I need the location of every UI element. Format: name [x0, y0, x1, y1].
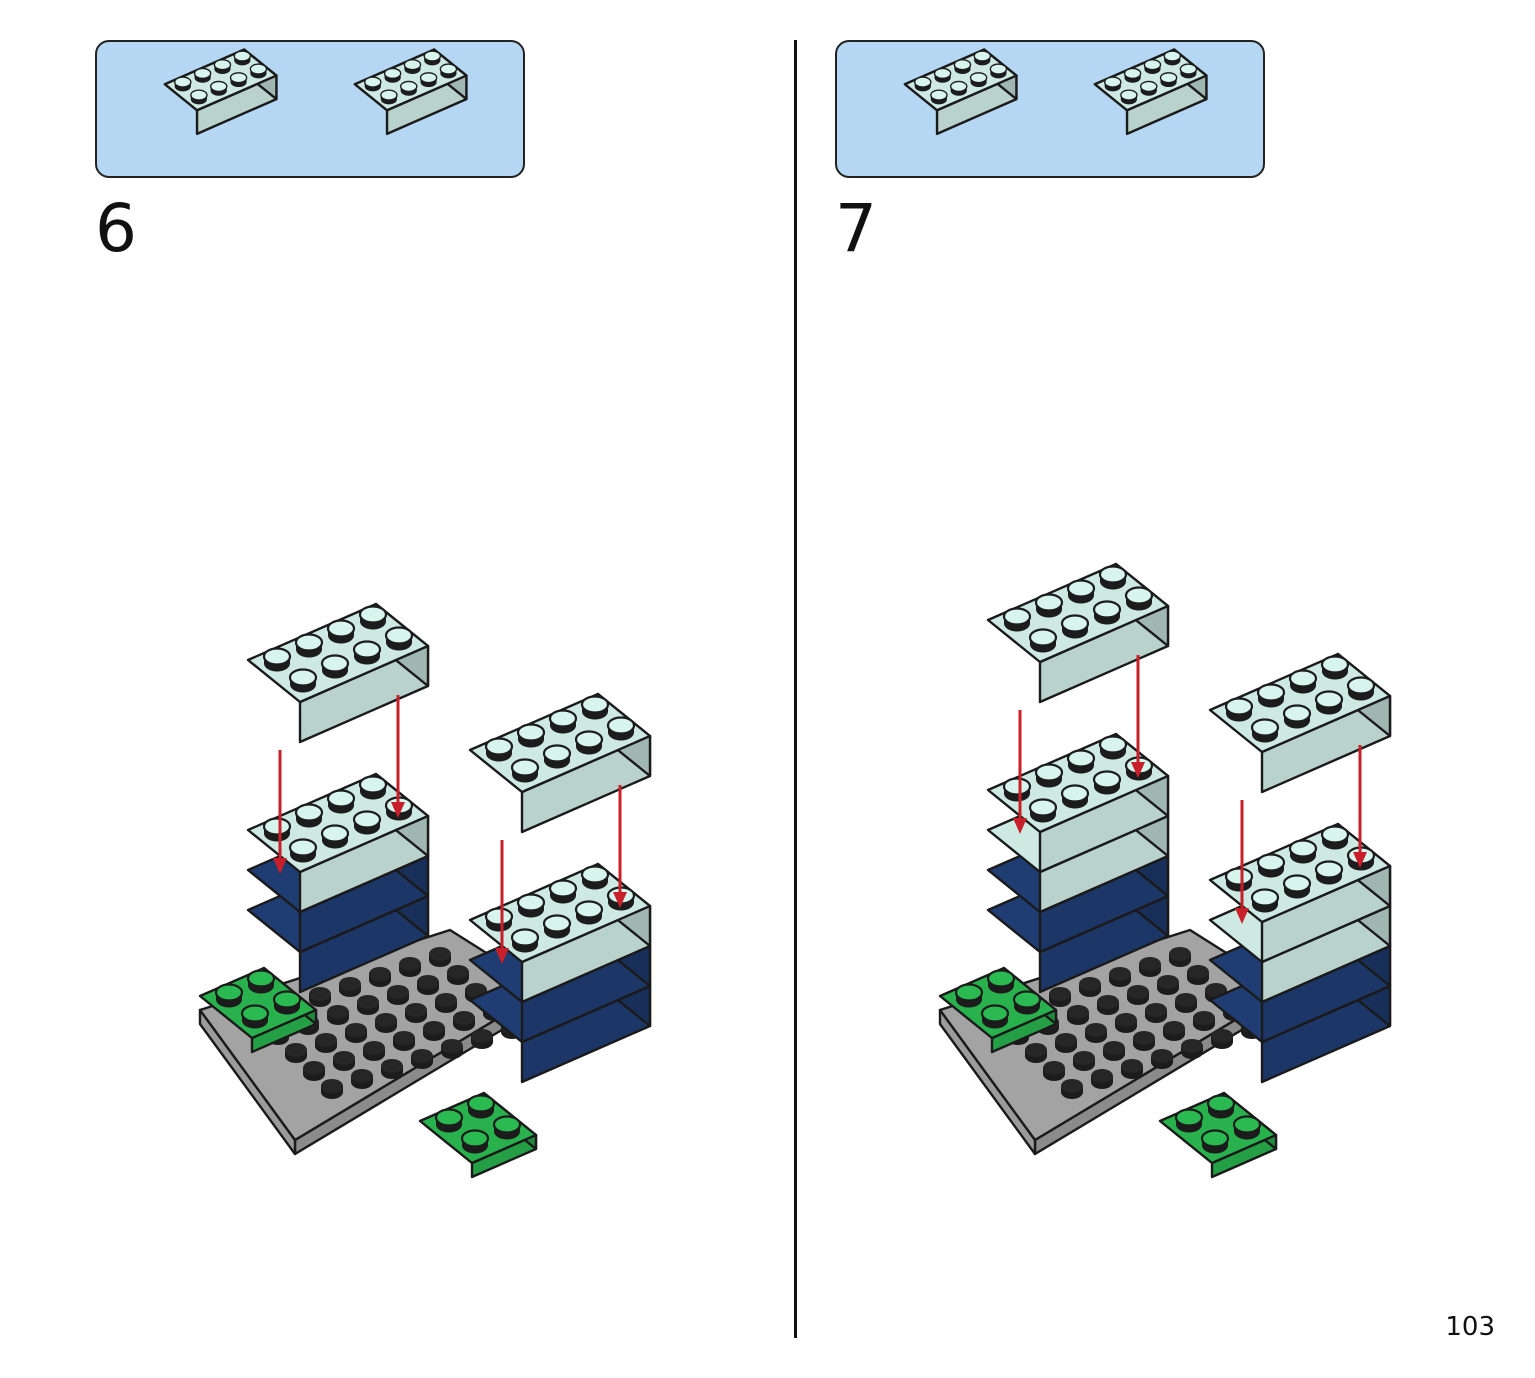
plate-stud — [423, 1021, 445, 1041]
parts-box-step-6 — [95, 40, 525, 178]
light-aqua-2x4-brick-icon — [903, 48, 1018, 136]
plate-stud — [1091, 1069, 1113, 1089]
plate-stud — [1073, 1051, 1095, 1071]
plate-stud — [1067, 1005, 1089, 1025]
plate-stud — [381, 1059, 403, 1079]
plate-stud — [345, 1023, 367, 1043]
plate-stud — [1079, 977, 1101, 997]
plate-stud — [1055, 1033, 1077, 1053]
plate-stud — [1211, 1029, 1233, 1049]
plate-stud — [1115, 1013, 1137, 1033]
plate-stud — [435, 993, 457, 1013]
plate-stud — [1169, 947, 1191, 967]
plate-stud — [1145, 1003, 1167, 1023]
plate-stud — [285, 1043, 307, 1063]
light-aqua-2x4-brick-icon — [353, 48, 468, 136]
plate-stud — [1157, 975, 1179, 995]
plate-stud — [357, 995, 379, 1015]
plate-stud — [429, 947, 451, 967]
placement-arrow-icon — [495, 840, 509, 964]
plate-stud — [1151, 1049, 1173, 1069]
plate-stud — [1187, 965, 1209, 985]
plate-stud — [405, 1003, 427, 1023]
plate-stud — [411, 1049, 433, 1069]
placement-arrow-icon — [613, 785, 627, 908]
plate-stud — [417, 975, 439, 995]
placement-arrow-icon — [1353, 745, 1367, 868]
right-pillar-layer-4 — [1208, 822, 1392, 964]
plate-stud — [1163, 1021, 1185, 1041]
plate-stud — [393, 1031, 415, 1051]
page-number: 103 — [1445, 1312, 1495, 1342]
plate-stud — [1025, 1043, 1047, 1063]
light-aqua-2x4-brick — [353, 48, 468, 136]
floating-light-aqua-brick — [468, 692, 652, 834]
plate-stud — [1175, 993, 1197, 1013]
parts-box-step-7 — [835, 40, 1265, 178]
step-number-6: 6 — [95, 190, 137, 267]
step-6-build-illustration — [198, 602, 652, 1179]
light-aqua-2x4-brick — [163, 48, 278, 136]
plate-stud — [315, 1033, 337, 1053]
plate-stud — [351, 1069, 373, 1089]
plate-stud — [1085, 1023, 1107, 1043]
plate-stud — [1049, 987, 1071, 1007]
plate-stud — [453, 1011, 475, 1031]
plate-stud — [1133, 1031, 1155, 1051]
plate-stud — [375, 1013, 397, 1033]
placement-arrow-icon — [391, 695, 405, 818]
gray-base-plate — [938, 928, 1287, 1156]
green-2x2-plate — [418, 1091, 538, 1179]
plate-stud — [339, 977, 361, 997]
plate-stud — [399, 957, 421, 977]
step-7-build-illustration — [938, 562, 1392, 1179]
light-aqua-2x4-brick-icon — [163, 48, 278, 136]
green-2x2-plate — [1158, 1091, 1278, 1179]
plate-stud — [333, 1051, 355, 1071]
plate-stud — [369, 967, 391, 987]
green-2x2-plate — [198, 966, 318, 1054]
plate-stud — [1109, 967, 1131, 987]
plate-stud — [1103, 1041, 1125, 1061]
plate-stud — [321, 1079, 343, 1099]
plate-stud — [1139, 957, 1161, 977]
plate-stud — [1193, 1011, 1215, 1031]
plate-stud — [387, 985, 409, 1005]
placement-arrow-icon — [1131, 655, 1145, 778]
plate-stud — [1121, 1059, 1143, 1079]
floating-light-aqua-brick — [246, 602, 430, 744]
page-divider — [794, 40, 797, 1338]
left-pillar-layer-3 — [246, 772, 430, 914]
placement-arrow-icon — [1013, 710, 1027, 834]
placement-arrow-icon — [1235, 800, 1249, 924]
green-2x2-plate — [938, 966, 1058, 1054]
floating-light-aqua-brick — [1208, 652, 1392, 794]
step-number-7: 7 — [835, 190, 877, 267]
plate-stud — [441, 1039, 463, 1059]
right-pillar-layer-3 — [468, 862, 652, 1004]
placement-arrow-icon — [273, 750, 287, 874]
plate-stud — [303, 1061, 325, 1081]
plate-stud — [1061, 1079, 1083, 1099]
parts-icons-step-6 — [163, 48, 468, 136]
plate-stud — [1043, 1061, 1065, 1081]
plate-stud — [363, 1041, 385, 1061]
plate-stud — [447, 965, 469, 985]
light-aqua-2x4-brick — [1093, 48, 1208, 136]
plate-stud — [1127, 985, 1149, 1005]
light-aqua-2x4-brick-icon — [1093, 48, 1208, 136]
plate-stud — [327, 1005, 349, 1025]
plate-stud — [471, 1029, 493, 1049]
plate-stud — [1181, 1039, 1203, 1059]
parts-icons-step-7 — [903, 48, 1208, 136]
light-aqua-2x4-brick — [903, 48, 1018, 136]
plate-stud — [309, 987, 331, 1007]
plate-stud — [1097, 995, 1119, 1015]
floating-light-aqua-brick — [986, 562, 1170, 704]
